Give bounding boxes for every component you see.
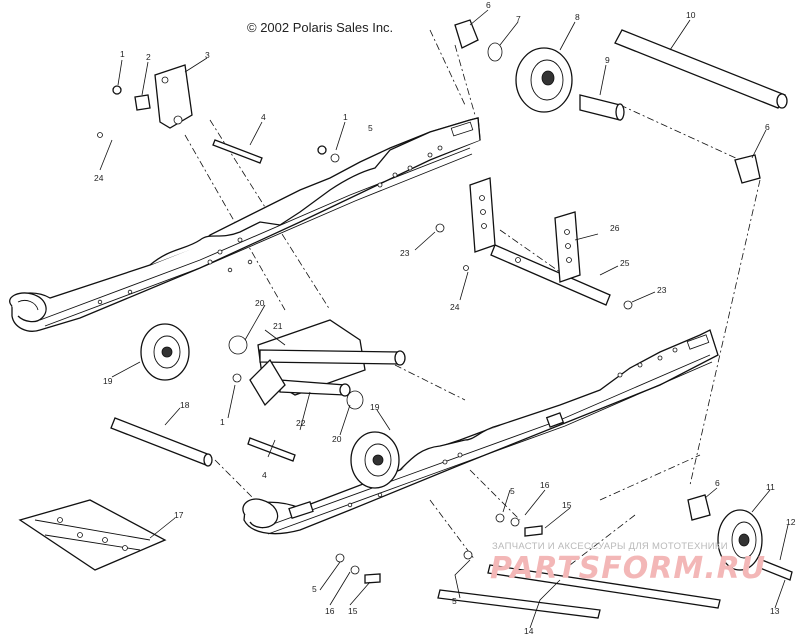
callout-23: 23 <box>657 285 667 295</box>
callout-6: 6 <box>715 478 720 488</box>
callout-19: 19 <box>103 376 113 386</box>
callout-26: 26 <box>610 223 620 233</box>
callout-16: 16 <box>325 606 335 616</box>
callout-20: 20 <box>255 298 265 308</box>
callout-5: 5 <box>368 123 373 133</box>
callout-15: 15 <box>562 500 572 510</box>
callout-13: 13 <box>770 606 780 616</box>
leader-lines <box>99 9 789 629</box>
callout-1: 1 <box>343 112 348 122</box>
wheel-19-right <box>350 431 400 489</box>
right-rail <box>242 329 719 535</box>
skid-plate-17 <box>18 499 167 571</box>
watermark-tagline: ЗАПЧАСТИ И АКСЕССУАРЫ ДЛЯ МОТОТЕХНИКИ <box>492 541 728 552</box>
callout-14: 14 <box>524 626 534 634</box>
callout-4: 4 <box>262 470 267 480</box>
spacer-9 <box>579 94 625 121</box>
callout-9: 9 <box>605 55 610 65</box>
callout-22: 22 <box>296 418 306 428</box>
callouts: 1 2 3 4 1 5 6 7 8 9 10 6 24 23 24 26 25 … <box>94 0 796 636</box>
callout-24: 24 <box>450 302 460 312</box>
callout-6: 6 <box>486 0 491 10</box>
callout-24: 24 <box>94 173 104 183</box>
callout-16: 16 <box>540 480 550 490</box>
callout-10: 10 <box>686 10 696 20</box>
wheel-19-left <box>140 323 190 381</box>
callout-25: 25 <box>620 258 630 268</box>
callout-1: 1 <box>220 417 225 427</box>
callout-17: 17 <box>174 510 184 520</box>
wheel-11 <box>717 509 763 571</box>
callout-15: 15 <box>348 606 358 616</box>
watermark: ЗАПЧАСТИ И АКСЕССУАРЫ ДЛЯ МОТОТЕХНИКИ PA… <box>490 541 766 586</box>
callout-21: 21 <box>273 321 283 331</box>
watermark-brand: PARTSFORM.RU <box>490 551 766 586</box>
callout-2: 2 <box>146 52 151 62</box>
left-rail <box>9 117 481 332</box>
callout-11: 11 <box>766 482 775 492</box>
callout-20: 20 <box>332 434 342 444</box>
callout-5: 5 <box>312 584 317 594</box>
axle-10 <box>614 29 788 109</box>
callout-23: 23 <box>400 248 410 258</box>
callout-5: 5 <box>510 486 515 496</box>
callout-7: 7 <box>516 14 521 24</box>
link-3 <box>154 64 193 129</box>
callout-6: 6 <box>765 122 770 132</box>
callout-8: 8 <box>575 12 580 22</box>
assembly-lines <box>184 29 761 566</box>
callout-18: 18 <box>180 400 190 410</box>
bracket-26 <box>469 177 581 283</box>
copyright-notice: © 2002 Polaris Sales Inc. <box>247 20 394 35</box>
callout-19: 19 <box>370 402 380 412</box>
callout-12: 12 <box>786 517 796 527</box>
callout-5: 5 <box>452 596 457 606</box>
pivot-arm <box>249 319 406 407</box>
callout-1: 1 <box>120 49 125 59</box>
callout-4: 4 <box>261 112 266 122</box>
idler-wheel-8 <box>515 47 573 113</box>
hardware <box>97 19 793 584</box>
callout-3: 3 <box>205 50 210 60</box>
